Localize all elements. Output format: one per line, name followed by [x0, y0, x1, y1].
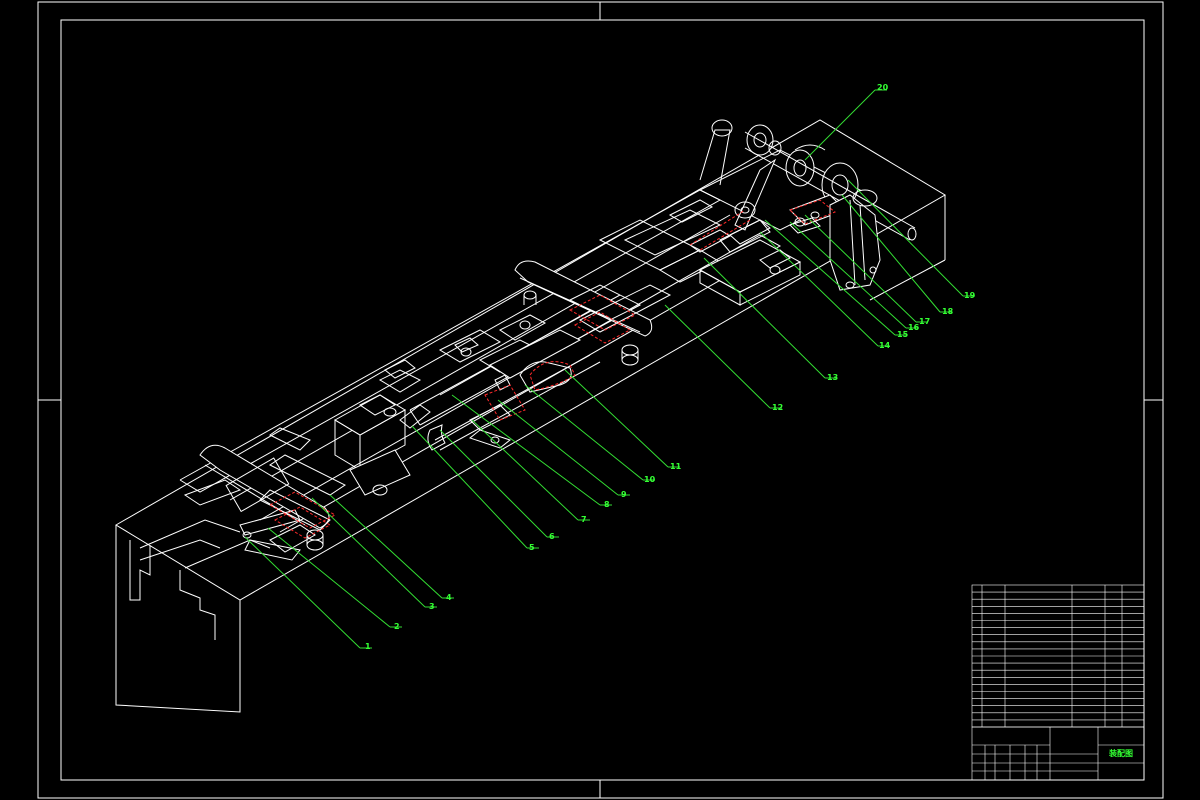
- callout-2: 2: [394, 622, 400, 631]
- callout-13: 13: [827, 373, 838, 382]
- callout-18: 18: [942, 307, 954, 316]
- callout-19: 19: [964, 291, 976, 300]
- callout-4: 4: [446, 593, 452, 602]
- middle-section: [427, 314, 601, 451]
- callout-1: 1: [365, 642, 371, 651]
- callout-16: 16: [908, 323, 920, 332]
- hidden-lines: [268, 199, 836, 539]
- callout-17: 17: [919, 317, 930, 326]
- callout-5: 5: [529, 543, 535, 552]
- callout-10: 10: [644, 475, 656, 484]
- outer-border: [37, 1, 1164, 799]
- callout-15: 15: [897, 330, 909, 339]
- callout-20: 20: [877, 83, 889, 92]
- callout-6: 6: [549, 532, 555, 541]
- right-end-mechanism: [698, 119, 917, 291]
- callout-7: 7: [581, 515, 587, 524]
- callout-9: 9: [621, 490, 627, 499]
- parts-list-rows: [972, 585, 1144, 727]
- center-left-blocks: [334, 359, 431, 496]
- callout-labels: 1 2 3 4 5 6 7 8 9 10 11 12 13 14 15 16 1…: [365, 83, 976, 651]
- drawing-title: 装配图: [1108, 748, 1133, 758]
- callout-11: 11: [670, 462, 682, 471]
- leader-lines: [244, 89, 975, 649]
- callout-8: 8: [604, 500, 610, 509]
- callout-12: 12: [772, 403, 783, 412]
- callout-14: 14: [879, 341, 891, 350]
- callout-3: 3: [429, 602, 435, 611]
- inner-border: [60, 19, 1145, 781]
- title-block: 装配图: [971, 726, 1145, 781]
